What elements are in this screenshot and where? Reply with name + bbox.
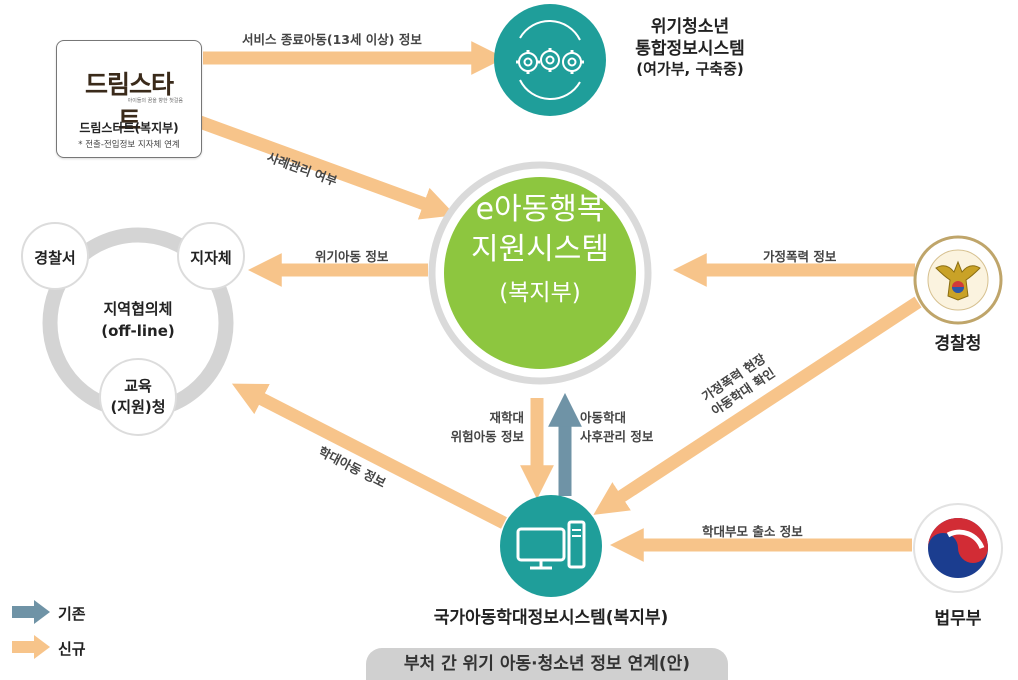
legend-new-label: 신규 bbox=[58, 640, 86, 658]
hub-line3: (복지부) bbox=[499, 280, 581, 306]
label-parent-exit: 학대부모 출소 정보 bbox=[702, 524, 803, 539]
council-education: 교육 (지원)청 bbox=[100, 376, 176, 418]
label-reabuse-line2: 위험아동 정보 bbox=[450, 429, 524, 444]
label-reabuse-line1: 재학대 bbox=[489, 410, 524, 425]
council-education-line2: (지원)청 bbox=[110, 398, 166, 416]
crisis-youth-circle bbox=[494, 4, 606, 116]
hub-core bbox=[444, 177, 636, 369]
legend-new-arrow bbox=[12, 635, 50, 659]
council-education-line1: 교육 bbox=[124, 377, 152, 395]
council-name-line2: (off-line) bbox=[101, 322, 175, 340]
diagram-caption-banner: 부처 간 위기 아동·청소년 정보 연계(안) bbox=[366, 648, 728, 680]
taegeuk-icon bbox=[928, 518, 988, 578]
dream-start-logo-text: 드림스타트 bbox=[84, 70, 174, 135]
police-eagle-icon bbox=[935, 260, 981, 301]
computer-icon bbox=[516, 520, 586, 570]
crisis-youth-label: 위기청소년 통합정보시스템 (여가부, 구축중) bbox=[620, 16, 760, 80]
council-name: 지역협의체 (off-line) bbox=[78, 298, 198, 342]
dream-start-note: * 전출-전입정보 지자체 연계 bbox=[78, 140, 180, 150]
dream-start-logo-tagline: 아이들의 꿈을 향한 첫걸음 bbox=[127, 98, 183, 104]
label-aftercare-line2: 사후관리 정보 bbox=[580, 429, 654, 444]
hub-label: e아동행복 지원시스템 (복지부) bbox=[440, 190, 640, 312]
hub-line2: 지원시스템 bbox=[471, 232, 609, 267]
hub-line1: e아동행복 bbox=[475, 192, 605, 227]
dream-start-logo: 드림스타트 아이들의 꿈을 향한 첫걸음 bbox=[75, 53, 183, 135]
legend-existing-label: 기존 bbox=[58, 605, 86, 623]
justice-ministry-name: 법무부 bbox=[934, 609, 982, 629]
label-service-end: 서비스 종료아동(13세 이상) 정보 bbox=[242, 32, 422, 47]
council-node-education bbox=[99, 358, 177, 436]
legend-existing-arrow bbox=[12, 600, 50, 624]
crisis-youth-line2: 통합정보시스템 bbox=[635, 39, 745, 60]
dream-start-node: 드림스타트 아이들의 꿈을 향한 첫걸음 드림스타트(복지부) * 전출-전입정… bbox=[56, 40, 202, 158]
label-reabuse: 재학대 위험아동 정보 bbox=[428, 408, 524, 446]
council-police-station: 경찰서 bbox=[34, 249, 76, 267]
label-domestic-violence: 가정폭력 정보 bbox=[763, 249, 837, 264]
council-node-localgov bbox=[177, 222, 245, 290]
label-aftercare: 아동학대 사후관리 정보 bbox=[580, 408, 653, 446]
arrow-abuse-child bbox=[231, 383, 507, 529]
crisis-youth-line3: (여가부, 구축중) bbox=[636, 60, 744, 79]
council-node-police bbox=[21, 222, 89, 290]
label-aftercare-line1: 아동학대 bbox=[580, 410, 627, 425]
abuse-system-circle bbox=[500, 495, 602, 597]
arrow-case-mgmt bbox=[197, 115, 456, 220]
arrow-dv-scene bbox=[593, 296, 922, 515]
crisis-youth-line1: 위기청소년 bbox=[650, 17, 730, 37]
dream-start-title: 드림스타트(복지부) bbox=[79, 121, 179, 135]
council-name-line1: 지역협의체 bbox=[103, 300, 173, 318]
label-crisis-child: 위기아동 정보 bbox=[315, 249, 389, 264]
police-agency-name: 경찰청 bbox=[934, 334, 982, 354]
council-local-gov: 지자체 bbox=[190, 249, 232, 267]
gears-icon bbox=[516, 19, 584, 101]
abuse-system-name: 국가아동학대정보시스템(복지부) bbox=[433, 608, 669, 628]
